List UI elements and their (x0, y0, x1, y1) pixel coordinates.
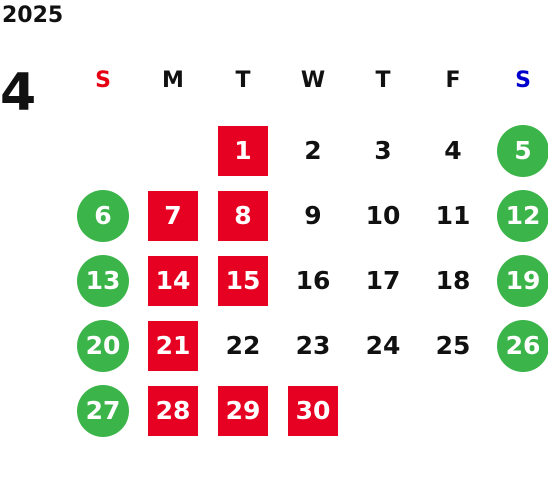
calendar-cell: 12 (488, 183, 548, 248)
day-25: 25 (435, 331, 471, 360)
calendar-cell: 11 (418, 183, 488, 248)
calendar-cell: 10 (348, 183, 418, 248)
calendar-cell: 20 (68, 313, 138, 378)
calendar-year: 2025 (2, 3, 64, 28)
calendar-cell: 14 (138, 248, 208, 313)
calendar-cell: 29 (208, 378, 278, 443)
day-5: 5 (497, 124, 548, 177)
day-18: 18 (435, 266, 471, 295)
day-30: 30 (288, 385, 338, 436)
calendar-cell: 26 (488, 313, 548, 378)
day-16: 16 (295, 266, 331, 295)
day-29: 29 (218, 385, 268, 436)
day-9: 9 (304, 201, 322, 230)
day-20: 20 (77, 319, 129, 372)
calendar-cell: 30 (278, 378, 348, 443)
day-10: 10 (365, 201, 401, 230)
day-21: 21 (148, 320, 198, 371)
calendar-cell: 25 (418, 313, 488, 378)
day-12: 12 (497, 189, 548, 242)
weekday-monday: M (162, 68, 184, 93)
weekday-wednesday: W (300, 68, 326, 93)
calendar-cell: 16 (278, 248, 348, 313)
calendar-cell: 13 (68, 248, 138, 313)
calendar-cell: 9 (278, 183, 348, 248)
weekday-sunday: S (95, 68, 111, 93)
weekday-friday: F (445, 68, 461, 93)
calendar-month: 4 (0, 63, 37, 123)
day-13: 13 (77, 254, 129, 307)
calendar-cell: 23 (278, 313, 348, 378)
calendar-cell: 2 (278, 118, 348, 183)
day-7: 7 (148, 190, 198, 241)
day-8: 8 (218, 190, 268, 241)
day-15: 15 (218, 255, 268, 306)
day-27: 27 (77, 384, 129, 437)
calendar-cell: 4 (418, 118, 488, 183)
calendar-cell: 6 (68, 183, 138, 248)
day-23: 23 (295, 331, 331, 360)
calendar-cell: 17 (348, 248, 418, 313)
weekday-tuesday: T (235, 68, 251, 93)
calendar-cell: 27 (68, 378, 138, 443)
day-14: 14 (148, 255, 198, 306)
day-1: 1 (218, 125, 268, 176)
day-17: 17 (365, 266, 401, 295)
weekday-saturday: S (515, 68, 531, 93)
calendar-cell: 22 (208, 313, 278, 378)
day-26: 26 (497, 319, 548, 372)
calendar-cell: 21 (138, 313, 208, 378)
day-3: 3 (374, 136, 392, 165)
weekday-thursday: T (375, 68, 391, 93)
day-28: 28 (148, 385, 198, 436)
calendar-cell: 18 (418, 248, 488, 313)
day-4: 4 (444, 136, 462, 165)
calendar-cell: 19 (488, 248, 548, 313)
calendar-cell: 5 (488, 118, 548, 183)
calendar-cell: 7 (138, 183, 208, 248)
calendar-cell: 3 (348, 118, 418, 183)
calendar-cell: 15 (208, 248, 278, 313)
day-22: 22 (225, 331, 261, 360)
calendar-cell: 8 (208, 183, 278, 248)
day-11: 11 (435, 201, 471, 230)
calendar-cell: 28 (138, 378, 208, 443)
day-19: 19 (497, 254, 548, 307)
day-6: 6 (77, 189, 129, 242)
day-24: 24 (365, 331, 401, 360)
calendar-cell: 24 (348, 313, 418, 378)
day-2: 2 (304, 136, 322, 165)
calendar-cell: 1 (208, 118, 278, 183)
